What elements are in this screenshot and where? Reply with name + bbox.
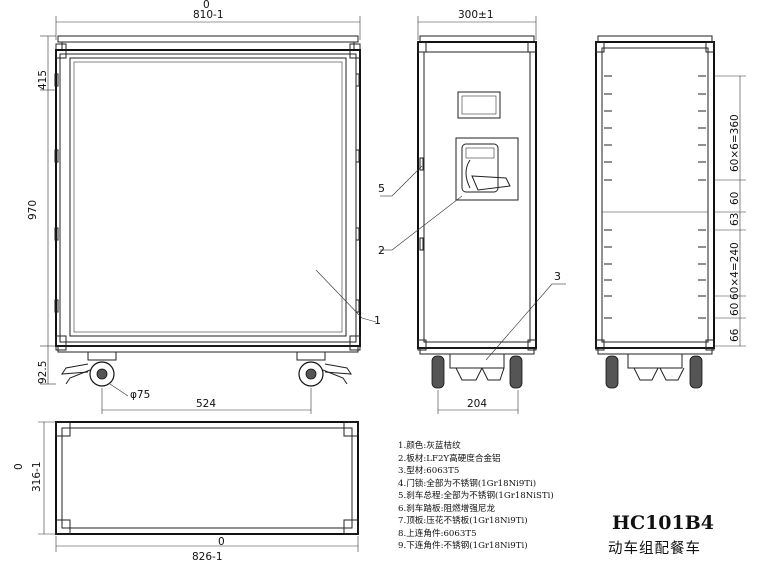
dim-rack-gap2: 63 [729,213,741,226]
spec-note-2: 2.板材:LF2Y高硬度合金铝 [398,453,501,464]
dim-rack-bottom-section: 66 [729,328,741,342]
side-view: 5 2 3 300±1 204 [378,9,566,414]
spec-note-5: 5.刹车总程:全部为不锈钢(1Gr18NiSTi) [398,491,554,501]
dim-plan-depth-zero: 0 [13,463,25,470]
dim-front-top-section: 415 [37,70,49,90]
dim-front-width: 810-1 [193,9,224,21]
spec-note-6: 6.刹车踏板:阻燃增强尼龙 [398,503,496,514]
dim-rack-bottom: 60×4=240 [729,242,741,300]
dim-rack-gap1: 60 [729,192,741,205]
dim-plan-zero: 0 [218,536,225,548]
front-view: 1 810-1 0 415 970 92.5 φ75 524 [27,0,381,414]
callout-1: 1 [374,314,381,327]
dim-plan-width: 826-1 [192,551,223,563]
spec-note-9: 9.下连角件:不锈钢(1Gr18Ni9Ti) [398,541,528,551]
dim-wheel-spacing: 524 [196,398,216,410]
spec-note-1: 1.颜色:灰蓝桔纹 [398,441,461,451]
dim-rack-gap3: 60 [729,303,741,316]
dim-side-base: 204 [467,398,487,410]
spec-notes: 1.颜色:灰蓝桔纹 2.板材:LF2Y高硬度合金铝 3.型材:6063T5 4.门锁:… [398,440,608,553]
dim-side-width: 300±1 [458,9,494,21]
dim-front-zero: 0 [203,0,210,11]
dim-wheel-diameter: φ75 [130,389,150,401]
spec-note-7: 7.顶板:压花不锈板(1Gr18Ni9Ti) [398,516,528,526]
dim-front-bottom-section: 92.5 [37,361,49,384]
product-subtitle: 动车组配餐车 [608,541,701,557]
dim-rack-top: 60×6=360 [729,114,741,172]
callout-5: 5 [378,182,385,195]
callout-2: 2 [378,244,385,257]
spec-note-4: 4.门锁:全部为不锈钢(1Gr18Ni9Ti) [398,478,537,489]
plan-view: 0 826-1 0 316-1 [13,421,359,563]
spec-note-8: 8.上连角件:6063T5 [398,528,477,539]
dim-front-height: 970 [27,200,39,220]
dim-plan-depth: 316-1 [31,461,43,492]
model-number: HC101B4 [612,512,715,534]
section-view: 60×6=360 60 63 60×4=240 60 66 [595,35,746,389]
callout-3: 3 [554,270,561,283]
spec-note-3: 3.型材:6063T5 [398,466,460,476]
